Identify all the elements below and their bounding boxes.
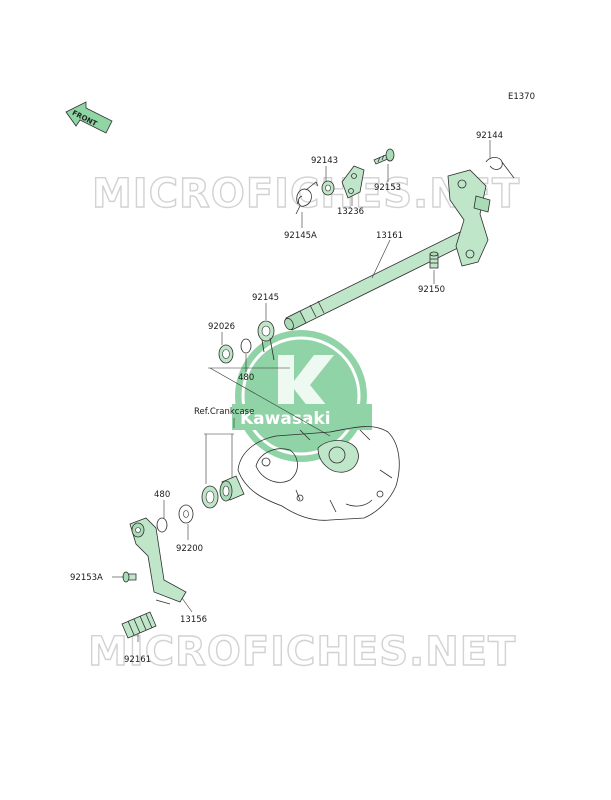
label-92153: 92153 (374, 183, 401, 193)
front-arrow-icon: FRONT (65, 101, 113, 134)
label-92144: 92144 (476, 131, 503, 141)
oil-seal (201, 485, 219, 509)
seal-92026 (218, 344, 234, 364)
label-92143: 92143 (311, 156, 338, 166)
label-92153a: 92153A (70, 573, 103, 583)
logo-text: Kawasaki (240, 409, 331, 429)
label-92145: 92145 (252, 293, 279, 303)
washer-92200 (178, 504, 194, 524)
shift-shaft (284, 231, 467, 331)
label-92150: 92150 (418, 285, 445, 295)
spring-92145a (295, 181, 319, 215)
shift-pedal (129, 517, 187, 605)
shift-arm-plate (447, 169, 491, 267)
label-92145a: 92145A (284, 231, 317, 241)
bolt-92153a (122, 571, 137, 583)
label-13161: 13161 (376, 231, 403, 241)
stud-92150 (429, 251, 439, 269)
washer-480-lower (156, 517, 168, 533)
label-480-top: 480 (238, 373, 254, 383)
label-92026: 92026 (208, 322, 235, 332)
leader-lines (112, 140, 491, 642)
collar-92143 (321, 180, 335, 196)
label-ref-crankcase: Ref.Crankcase (194, 407, 254, 417)
bolt-92153 (373, 148, 395, 165)
diagram-code: E1370 (508, 92, 535, 102)
spring-92144 (485, 157, 515, 179)
pedal-rubber-92161 (121, 611, 157, 639)
watermark-bottom: MICROFICHES.NET (88, 629, 516, 675)
spring-92145 (257, 320, 275, 361)
plate-13236 (341, 165, 365, 199)
bearing (219, 475, 245, 502)
crankcase (237, 426, 400, 521)
kawasaki-logo: Kawasaki (232, 330, 372, 462)
washer-480-top (240, 338, 252, 354)
label-92161: 92161 (124, 655, 151, 665)
label-13236: 13236 (337, 207, 364, 217)
label-92200: 92200 (176, 544, 203, 554)
label-480-lower: 480 (154, 490, 170, 500)
label-13156: 13156 (180, 615, 207, 625)
